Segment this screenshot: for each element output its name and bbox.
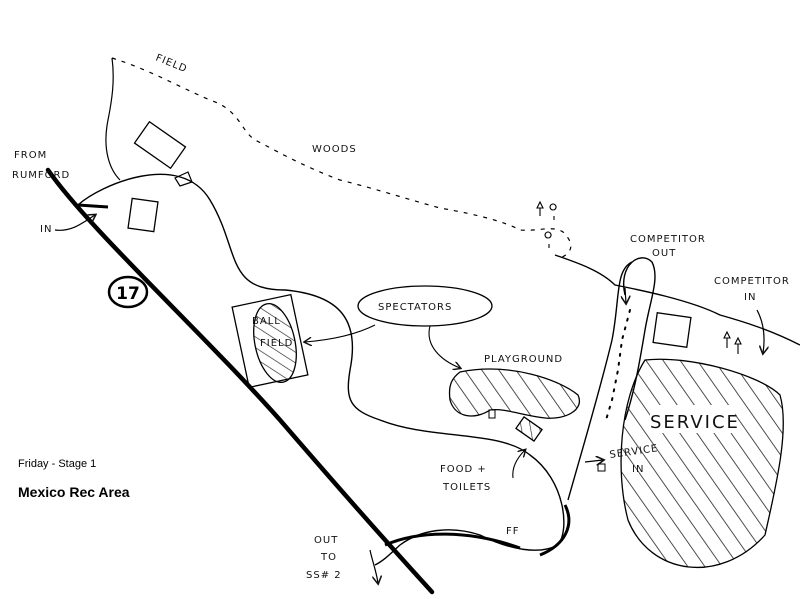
service-in-arrow	[584, 460, 603, 462]
field-woods-boundary	[111, 57, 572, 259]
competitor-out-arrow	[625, 287, 626, 303]
label-competitor-out-1: COMPETITOR	[630, 234, 706, 245]
label-service-in-2: IN	[632, 464, 644, 475]
service-road	[567, 261, 633, 501]
ball-field	[253, 303, 297, 383]
label-rumford: RUMFORD	[12, 170, 70, 181]
out-arrow	[369, 549, 378, 583]
label-ff: FF	[506, 526, 520, 537]
service-label-backdrop	[650, 405, 735, 433]
label-toilets: TOILETS	[442, 482, 491, 493]
shed	[174, 171, 193, 187]
label-competitor-out-2: OUT	[652, 248, 676, 259]
boundary-west	[105, 57, 121, 181]
route-17-number: 17	[116, 284, 140, 304]
label-to: TO	[320, 552, 337, 563]
label-from: FROM	[14, 150, 47, 161]
building-north	[133, 120, 187, 170]
arrow-to-food	[512, 450, 525, 479]
route-17-road	[45, 167, 435, 595]
label-playground: PLAYGROUND	[484, 354, 563, 365]
label-spectators: SPECTATORS	[378, 302, 452, 313]
label-service: SERVICE	[650, 412, 740, 433]
label-competitor-in-1: COMPETITOR	[714, 276, 790, 287]
label-ball-field: FIELD	[260, 338, 293, 349]
label-woods: WOODS	[312, 144, 357, 155]
label-out: OUT	[314, 535, 338, 546]
building-west	[127, 197, 159, 233]
food-toilets-building	[515, 416, 543, 442]
access-road	[77, 173, 565, 566]
competitor-in-arrow	[756, 309, 764, 353]
label-ball: BALL	[252, 316, 281, 327]
label-ss2: SS# 2	[306, 570, 342, 581]
map-title: Mexico Rec Area	[18, 484, 130, 500]
label-competitor-in-2: IN	[744, 292, 756, 303]
playground-marker	[488, 409, 496, 419]
arrow-to-ballfield	[305, 324, 376, 342]
stage-caption: Friday - Stage 1	[18, 458, 97, 470]
tree-icons	[536, 200, 742, 354]
playground-area	[448, 368, 581, 419]
label-in: IN	[40, 224, 52, 235]
service-area	[620, 358, 784, 568]
in-arrow	[54, 215, 95, 231]
label-food: FOOD +	[440, 464, 487, 475]
out-road-bold	[384, 532, 521, 550]
service-in-marker	[597, 463, 606, 472]
building-service	[652, 312, 692, 348]
competitor-dotted-lane	[605, 309, 631, 421]
label-field: FIELD	[154, 53, 189, 76]
in-road-stub	[77, 203, 109, 209]
arrow-to-playground	[428, 325, 460, 368]
spectators-bubble	[357, 285, 493, 327]
route-17-shield	[107, 275, 149, 309]
ff-road-bold	[539, 504, 571, 557]
woods-edge-road	[554, 254, 800, 346]
